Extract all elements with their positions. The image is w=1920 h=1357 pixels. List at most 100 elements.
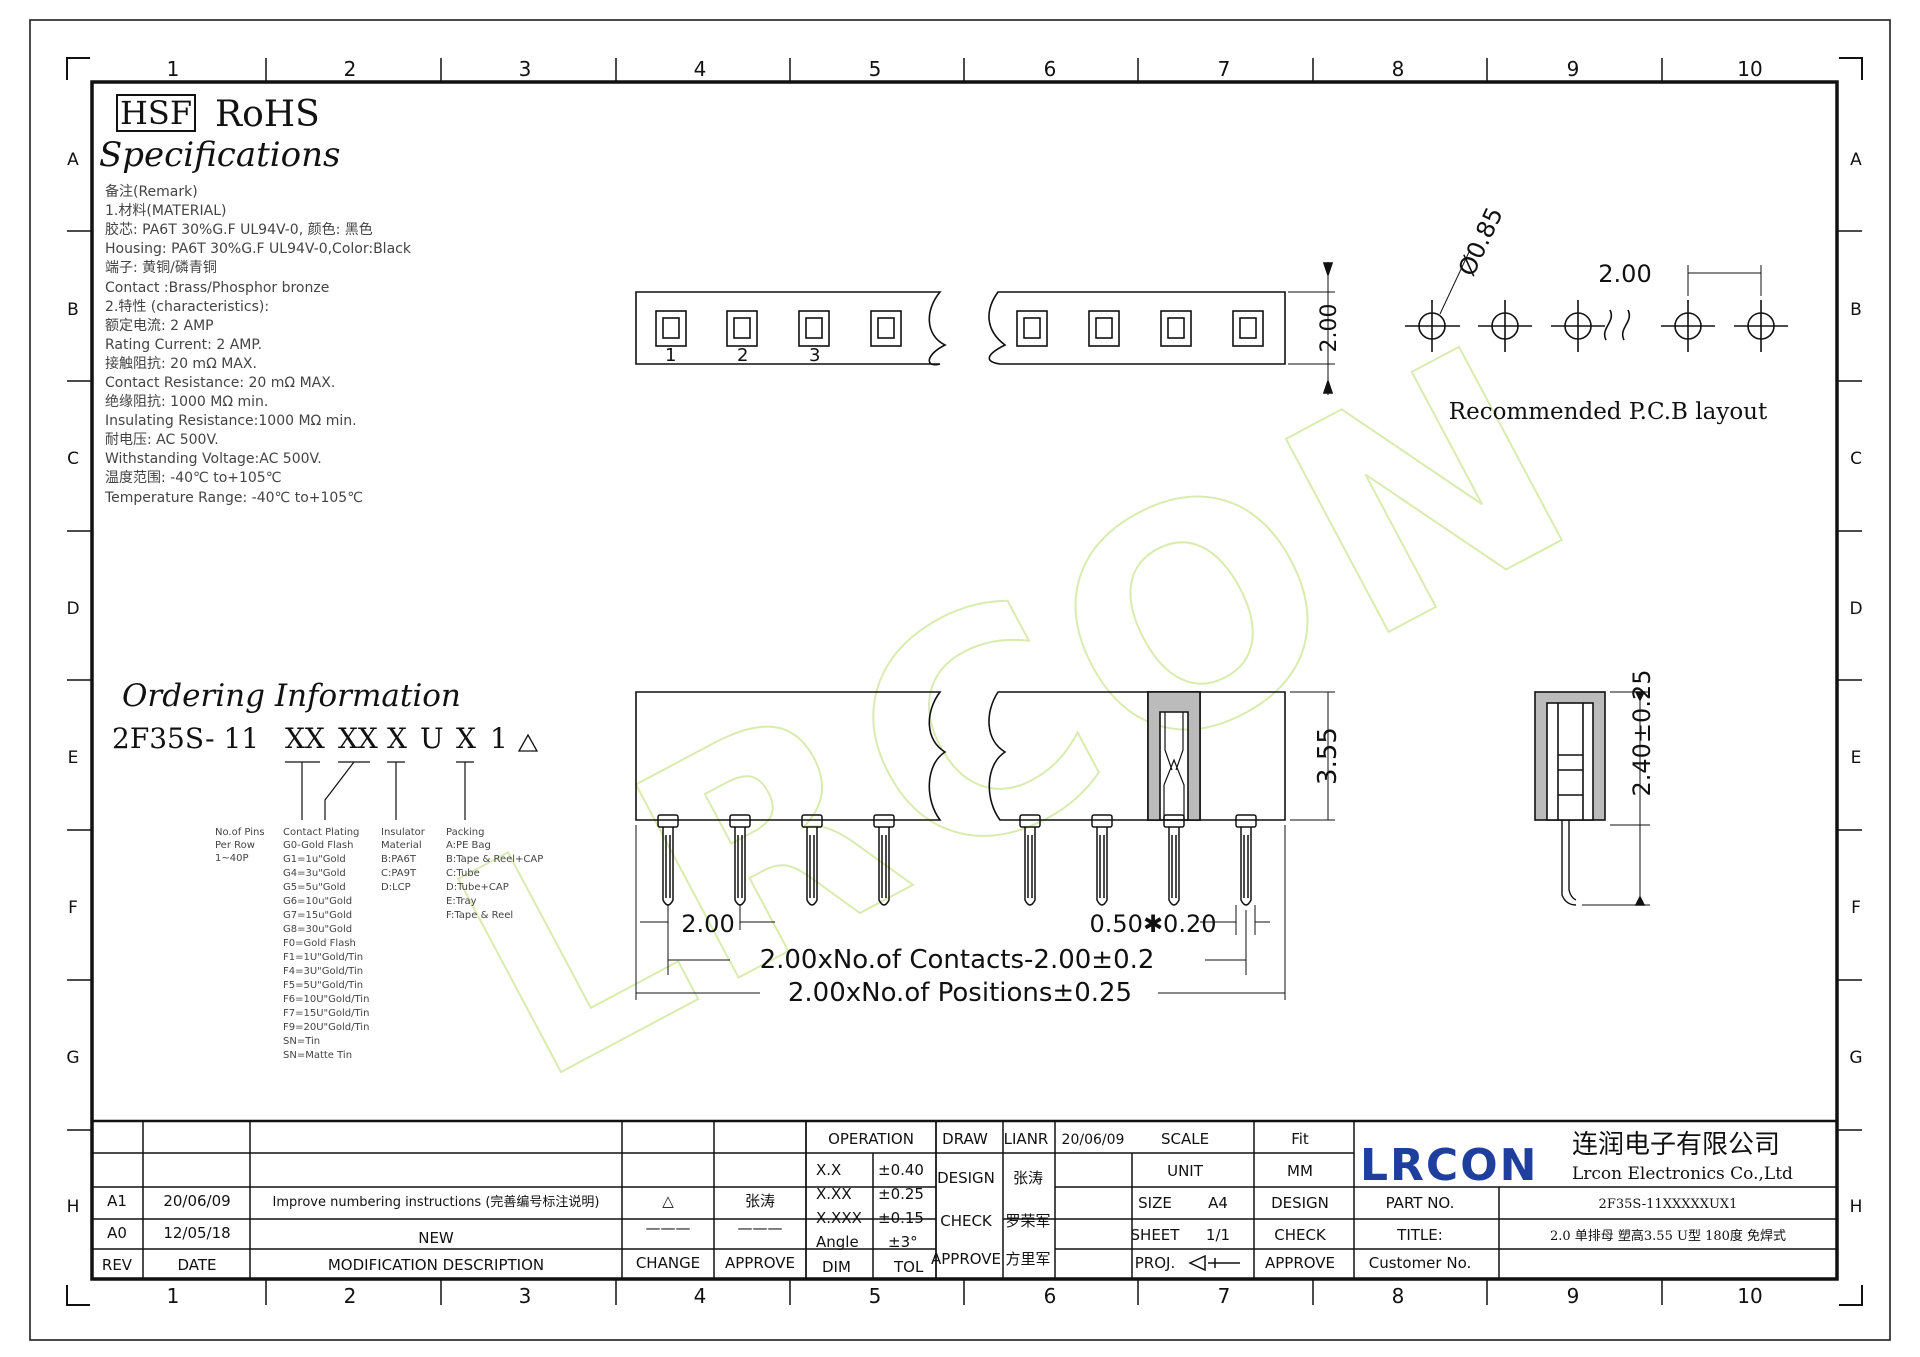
watermark: LRCON (406, 277, 1628, 1148)
rev-id: A0 (107, 1224, 127, 1242)
rev-desc: Improve numbering instructions (完善编号标注说明… (273, 1194, 600, 1210)
rev-head: DATE (177, 1256, 216, 1274)
design-name: 张涛 (1013, 1169, 1043, 1187)
tolerance-title: OPERATION (828, 1130, 914, 1148)
unit-label: UNIT (1167, 1162, 1204, 1180)
rev-change: △ (662, 1192, 674, 1210)
legend-line: SN=Tin (283, 1036, 320, 1047)
ordering-code: XX XX X U X 1 (285, 722, 508, 755)
row-label: A (67, 150, 79, 170)
tol-foot: DIM (822, 1258, 851, 1276)
row-label: A (1850, 150, 1862, 170)
legend-line: F5=5U"Gold/Tin (283, 980, 363, 991)
front-pin-dim: 0.50✱0.20 (1090, 910, 1217, 938)
row-label: H (67, 1197, 80, 1217)
company-name-cn: 连润电子有限公司 (1572, 1130, 1780, 1160)
pcb-diameter-dim: Ø0.85 (1453, 203, 1509, 280)
grid-ticks (67, 58, 1862, 1305)
title-value: 2.0 单排母 塑高3.55 U型 180度 免焊式 (1550, 1228, 1786, 1244)
col-label: 1 (167, 57, 180, 81)
col-label: 9 (1567, 1284, 1580, 1308)
design-label: DESIGN (937, 1169, 995, 1187)
legend-packing: Packing A:PE Bag B:Tape & Reel+CAP C:Tub… (446, 827, 543, 921)
row-labels-left: A B C D E F G H (66, 150, 79, 1217)
col-label: 2 (344, 1284, 357, 1308)
size-label: SIZE (1138, 1194, 1172, 1212)
col-label: 2 (344, 57, 357, 81)
design-label: DESIGN (1271, 1194, 1329, 1212)
row-label: G (1849, 1048, 1862, 1068)
legend-line: G8=30u"Gold (283, 924, 352, 935)
rev-approve: 张涛 (745, 1192, 775, 1210)
col-label: 6 (1044, 1284, 1057, 1308)
approve-name: 方里军 (1005, 1250, 1050, 1268)
customer-no-label: Customer No. (1369, 1254, 1472, 1272)
row-label: C (67, 449, 79, 469)
top-view (635, 262, 1335, 395)
legend-line: C:PA9T (381, 868, 417, 879)
rev-date: 12/05/18 (163, 1224, 230, 1242)
pin-number: 2 (737, 345, 748, 366)
top-height-dim: 2.00 (1317, 304, 1342, 353)
col-label: 7 (1218, 1284, 1231, 1308)
front-positions-dim: 2.00xNo.of Positions±0.25 (788, 978, 1132, 1008)
column-labels-bottom: 1 2 3 4 5 6 7 8 9 10 (167, 1284, 1763, 1308)
code-part-suffix: 1 (490, 722, 508, 755)
corner-marks (66, 57, 1863, 1306)
tol-dim: Angle (816, 1233, 859, 1251)
col-label: 5 (869, 57, 882, 81)
legend-line: Insulator (381, 827, 426, 838)
row-label: B (67, 300, 79, 320)
revision-table: A1 20/06/09 Improve numbering instructio… (102, 1192, 795, 1274)
check-label: CHECK (940, 1212, 993, 1230)
legend-line: G1=1u"Gold (283, 854, 346, 865)
col-label: 8 (1392, 57, 1405, 81)
remark-line: Housing: PA6T 30%G.F UL94V-0,Color:Black (105, 241, 412, 257)
unit-value: MM (1287, 1162, 1313, 1180)
pin-number: 1 (665, 345, 676, 366)
legend-line: No.of Pins (215, 827, 265, 838)
remarks: 备注(Remark) 1.材料(MATERIAL) 胶芯: PA6T 30%G.… (104, 183, 412, 506)
remark-line: 额定电流: 2 AMP (105, 318, 214, 334)
col-label: 5 (869, 1284, 882, 1308)
remark-line: 备注(Remark) (105, 183, 198, 200)
approve-label: APPROVE (1265, 1254, 1335, 1272)
column-labels-top: 1 2 3 4 5 6 7 8 9 10 (167, 57, 1763, 81)
legend-pins: No.of Pins Per Row 1~40P (215, 827, 265, 864)
rev-head: APPROVE (725, 1254, 795, 1272)
front-contacts-dim: 2.00xNo.of Contacts-2.00±0.2 (760, 945, 1155, 975)
col-label: 6 (1044, 57, 1057, 81)
legend-line: A:PE Bag (446, 840, 491, 851)
pcb-layout (1405, 249, 1788, 352)
revision-triangle-icon (517, 733, 539, 752)
legend-line: Contact Plating (283, 827, 359, 838)
front-pitch-dim: 2.00 (681, 910, 734, 938)
legend-line: B:PA6T (381, 854, 417, 865)
title-label: TITLE: (1396, 1226, 1443, 1244)
remark-line: 1.材料(MATERIAL) (105, 203, 226, 219)
legend-plating: Contact Plating G0-Gold Flash G1=1u"Gold… (283, 827, 369, 1061)
projection-symbol-icon (1188, 1254, 1240, 1272)
legend-line: SN=Matte Tin (283, 1050, 352, 1061)
col-label: 9 (1567, 57, 1580, 81)
col-label: 3 (519, 1284, 532, 1308)
legend-line: 1~40P (215, 853, 249, 864)
legend-line: G4=3u"Gold (283, 868, 346, 879)
pcb-pitch-dim: 2.00 (1598, 260, 1651, 288)
rev-head: MODIFICATION DESCRIPTION (328, 1256, 544, 1274)
tol-dim: X.XXX (816, 1209, 862, 1227)
side-dim: 2.40±0.25 (1628, 670, 1656, 797)
draw-label: DRAW (942, 1130, 988, 1148)
tol-value: ±0.40 (878, 1161, 924, 1179)
row-label: F (68, 898, 78, 918)
remark-line: Rating Current: 2 AMP. (105, 337, 262, 353)
remark-line: 耐电压: AC 500V. (105, 432, 219, 448)
row-label: E (1851, 748, 1862, 768)
draw-date: 20/06/09 (1062, 1132, 1125, 1148)
legend-line: Packing (446, 827, 484, 838)
legend-line: G7=15u"Gold (283, 910, 352, 921)
col-label: 4 (694, 1284, 707, 1308)
specifications-title: Specifications (99, 135, 340, 175)
row-label: G (66, 1048, 79, 1068)
